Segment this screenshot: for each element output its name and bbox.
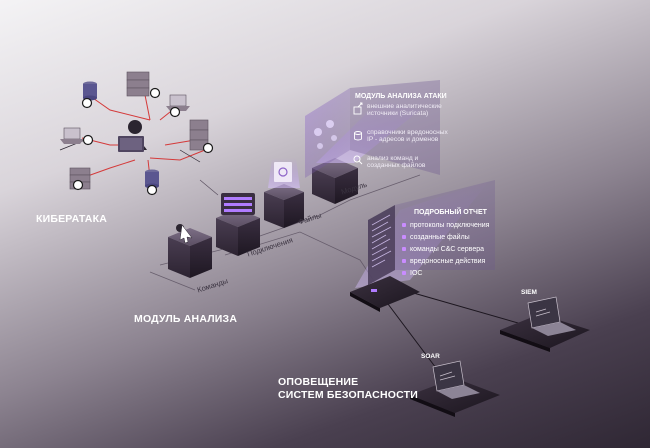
analysis-module-label: МОДУЛЬ АНАЛИЗА xyxy=(134,313,238,325)
server-rack-icon xyxy=(189,119,209,151)
bullet-icon xyxy=(402,271,406,276)
magnifier-icon xyxy=(353,155,363,165)
server-rack-icon xyxy=(126,71,150,97)
report-item: IOC xyxy=(402,270,422,277)
bullet-icon xyxy=(402,223,406,228)
laptop-icon xyxy=(527,296,576,336)
bullet-icon xyxy=(402,235,406,240)
red-wire xyxy=(144,94,151,121)
attack-flow-line xyxy=(199,179,219,196)
notify-label-line2: СИСТЕМ БЕЗОПАСНОСТИ xyxy=(278,389,418,401)
attack-module-item: внешние аналитические источники (Suricat… xyxy=(367,103,442,118)
cursor-icon xyxy=(179,224,193,244)
attack-label: КИБЕРАТАКА xyxy=(36,213,107,225)
notify-label-line1: ОПОВЕЩЕНИЕ xyxy=(278,376,359,388)
attack-module-panel xyxy=(305,80,440,178)
red-wire xyxy=(89,95,151,121)
alert-line-siem xyxy=(409,291,526,326)
files-cube xyxy=(264,158,304,228)
attack-module-title: МОДУЛЬ АНАЛИЗА АТАКИ xyxy=(355,93,447,100)
connections-cube xyxy=(216,193,260,256)
laptop-icon xyxy=(432,360,480,399)
report-item: протоколы подключения xyxy=(402,222,489,229)
database-icon xyxy=(83,81,97,101)
report-item: команды C&C сервера xyxy=(402,246,484,253)
red-wire xyxy=(149,149,206,161)
red-wire xyxy=(81,159,136,179)
siem-device xyxy=(500,296,590,352)
report-item: вредоносные действия xyxy=(402,258,485,265)
report-title: ПОДРОБНЫЙ ОТЧЕТ xyxy=(414,209,487,216)
report-panel xyxy=(350,180,495,312)
attack-module-item: анализ команд и созданных файлов xyxy=(367,155,426,170)
file-icon xyxy=(274,162,292,182)
soar-device xyxy=(410,360,500,417)
siem-label: SIEM xyxy=(521,289,537,296)
attack-module-item: справочники вредоносных IP - адресов и д… xyxy=(367,129,448,144)
bullet-icon xyxy=(402,259,406,264)
flow-line xyxy=(149,271,196,291)
threat-badge-icon xyxy=(72,87,214,196)
hacker-icon xyxy=(118,120,147,152)
bullet-icon xyxy=(402,247,406,252)
soar-label: SOAR xyxy=(421,353,440,360)
database-icon xyxy=(354,131,362,141)
external-link-icon xyxy=(353,102,363,115)
laptop-icon xyxy=(60,127,84,144)
report-item: созданные файлы xyxy=(402,234,470,241)
led-icon xyxy=(371,289,377,292)
commands-cube xyxy=(168,224,212,278)
